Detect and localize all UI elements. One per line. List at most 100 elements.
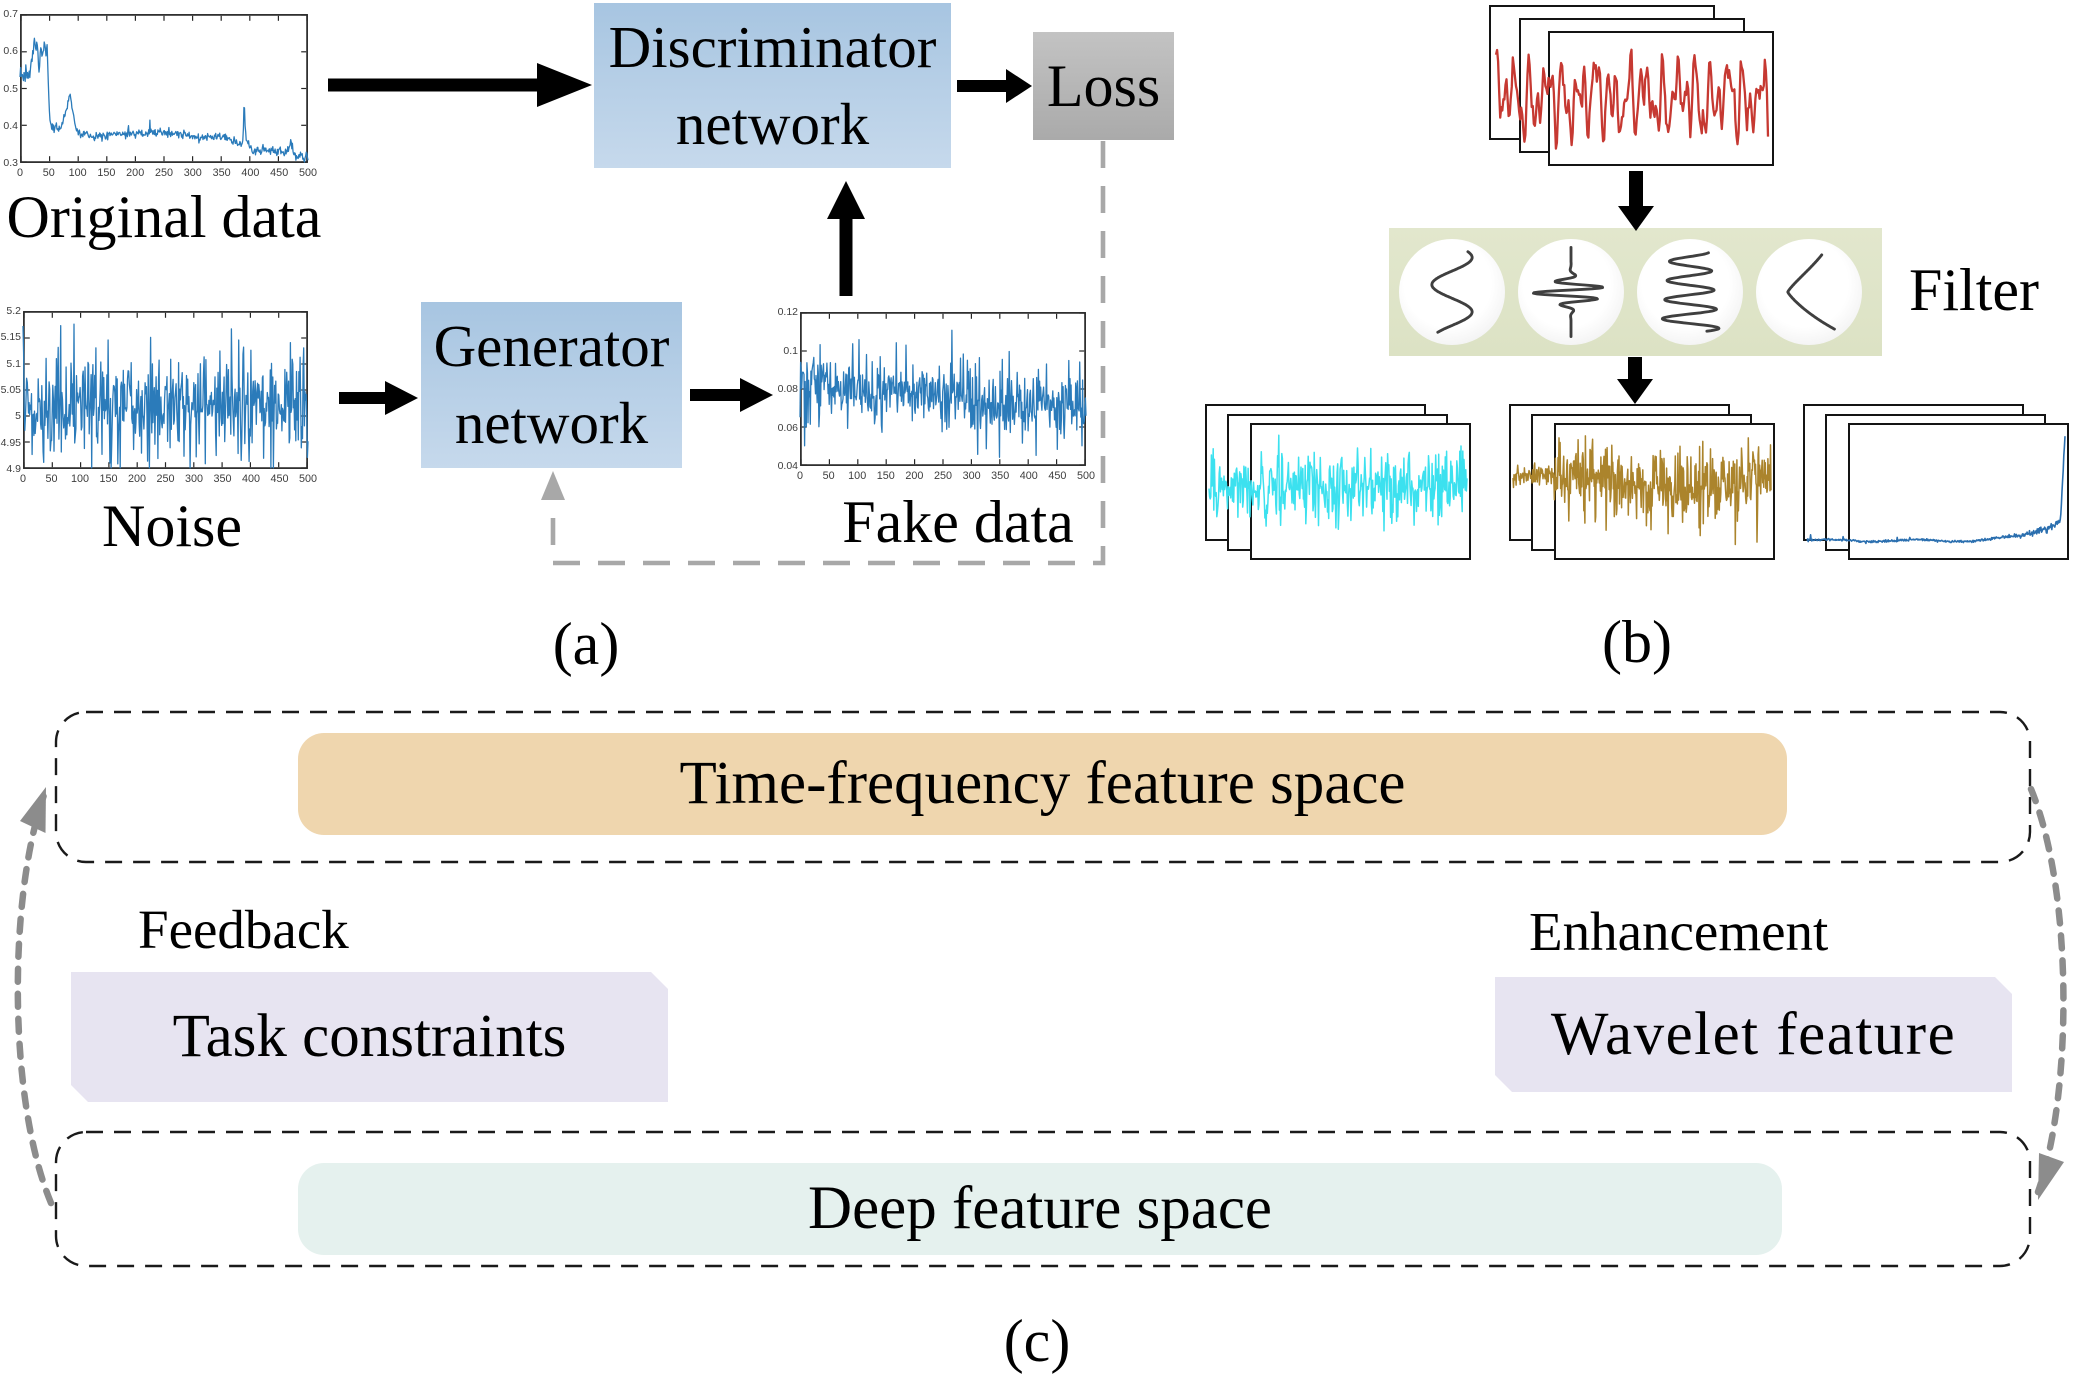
wavelet-feature-label: Wavelet feature (1550, 1000, 1957, 1068)
x-tick-label: 450 (270, 473, 289, 485)
x-tick-label: 0 (16, 167, 24, 179)
panel-a-label: (a) (552, 611, 620, 677)
y-tick-label: 0.6 (3, 45, 18, 58)
arrow-original-to-discriminator (328, 63, 592, 107)
wavelet-curve (1430, 250, 1474, 334)
x-tick-label: 250 (933, 470, 953, 482)
waveform-line (19, 37, 309, 163)
discriminator-network-box: Discriminator network (594, 3, 951, 168)
x-tick-label: 200 (127, 473, 147, 485)
loss-box: Loss (1033, 32, 1174, 140)
original-data-label: Original data (6, 184, 322, 250)
x-tick-label: 500 (1076, 470, 1096, 482)
original-data-chart (19, 14, 309, 163)
task-constraints-box: Task constraints (71, 972, 668, 1102)
noise-chart (22, 311, 309, 469)
feedback-arc (14, 791, 55, 1207)
x-tick-label: 200 (126, 167, 145, 179)
wavelet-icon-3 (1637, 239, 1743, 345)
y-tick-label: 0.4 (3, 119, 18, 132)
arrow-discriminator-to-loss (957, 69, 1032, 103)
fake-data-chart (799, 312, 1087, 466)
y-tick-label: 5.15 (0, 331, 21, 344)
feedback-arrowhead-icon (541, 471, 565, 500)
time-frequency-bar: Time-frequency feature space (298, 733, 1787, 835)
y-tick-label: 0.06 (777, 421, 798, 434)
time-frequency-label: Time-frequency feature space (679, 750, 1406, 817)
x-tick-label: 250 (154, 167, 174, 179)
panel-b-label: (b) (1602, 609, 1672, 675)
y-tick-label: 4.9 (6, 463, 21, 475)
rise-signal (1806, 436, 2066, 545)
deep-feature-bar: Deep feature space (298, 1163, 1782, 1255)
wavelet-curve (1532, 246, 1605, 338)
x-tick-label: 400 (1019, 470, 1038, 482)
y-tick-label: 5.1 (6, 357, 21, 370)
blue-output-stack (1803, 404, 2069, 561)
sine-wavelet-icon (1430, 250, 1474, 334)
generator-network-box: Generator network (421, 302, 682, 468)
spring-wavelet-icon (1660, 251, 1721, 333)
x-tick-label: 150 (876, 470, 895, 482)
red-signal (1494, 48, 1770, 150)
y-tick-label: 0.04 (777, 460, 798, 472)
x-tick-label: 250 (156, 473, 175, 485)
waveform-line (22, 323, 309, 469)
x-tick-label: 300 (184, 473, 204, 485)
x-tick-label: 450 (1048, 470, 1067, 482)
waveform-line (1208, 434, 1468, 532)
arrow-input-to-filter (1618, 171, 1654, 231)
y-tick-label: 5 (15, 410, 21, 423)
x-tick-label: 50 (45, 473, 58, 485)
enhancement-arc (2027, 785, 2067, 1196)
chevron-wavelet-icon (1786, 253, 1836, 331)
waveform-line (1806, 436, 2066, 545)
x-tick-label: 150 (97, 167, 116, 179)
wavelet-icon-4 (1756, 239, 1862, 345)
wavelet-icon-2 (1518, 239, 1624, 345)
panel-c-label: (c) (1003, 1308, 1071, 1374)
x-tick-label: 350 (213, 473, 232, 485)
cyan-signal (1208, 434, 1468, 532)
x-tick-label: 200 (905, 470, 924, 482)
wavelet-feature-box: Wavelet feature (1495, 977, 2012, 1092)
morlet-wavelet-icon (1532, 246, 1605, 338)
x-tick-label: 500 (298, 473, 318, 485)
x-tick-label: 50 (42, 167, 55, 179)
x-tick-label: 300 (962, 470, 981, 482)
stack-frame-front (1554, 423, 1775, 560)
enhancement-arc-arrowhead-icon (2038, 1153, 2064, 1200)
y-tick-label: 0.1 (783, 344, 798, 357)
y-tick-label: 0.7 (3, 8, 18, 20)
task-constraints-label: Task constraints (172, 1003, 567, 1070)
olive-signal (1512, 435, 1772, 546)
x-tick-label: 100 (848, 470, 867, 482)
wavelet-curve (1660, 251, 1721, 333)
deep-feature-label: Deep feature space (808, 1175, 1272, 1242)
discriminator-line1: Discriminator (608, 13, 937, 80)
cyan-output-stack (1205, 404, 1471, 561)
y-tick-label: 0.3 (3, 157, 18, 169)
x-tick-label: 300 (183, 167, 202, 179)
x-tick-label: 400 (241, 473, 261, 485)
y-tick-label: 0.08 (777, 383, 798, 395)
plot-box (20, 14, 308, 163)
wavelet-icon-1 (1399, 239, 1505, 345)
stack-frame-front (1848, 423, 2069, 560)
x-tick-label: 400 (241, 167, 260, 179)
x-tick-label: 350 (991, 470, 1010, 482)
x-tick-label: 150 (99, 473, 118, 485)
fake-data-label: Fake data (842, 489, 1074, 555)
y-tick-label: 0.12 (777, 306, 798, 318)
x-tick-label: 500 (298, 167, 318, 179)
x-tick-label: 100 (68, 167, 87, 179)
generator-line2: network (454, 390, 649, 456)
waveform-line (1494, 48, 1770, 150)
